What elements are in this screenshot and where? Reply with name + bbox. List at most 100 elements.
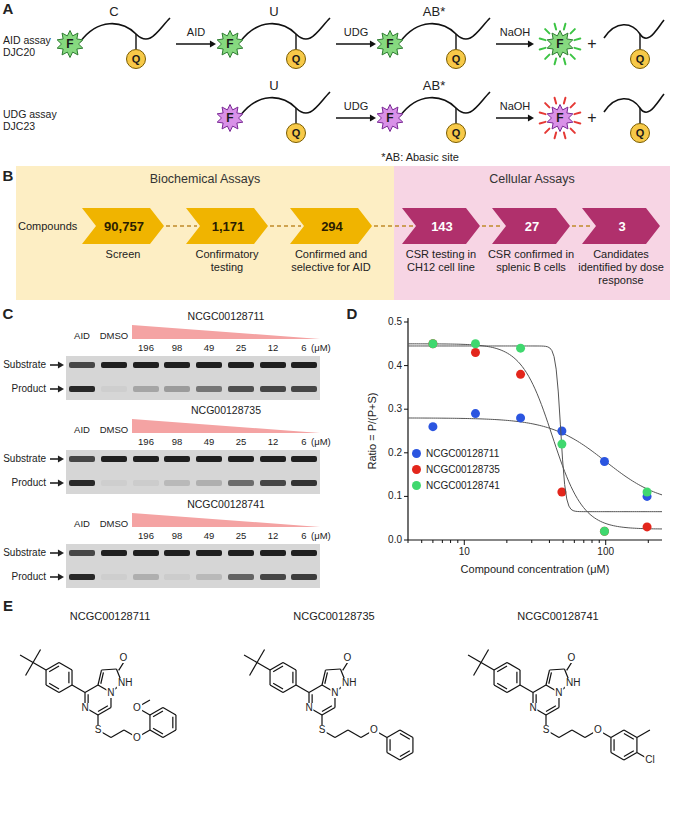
substrate-band <box>291 362 317 368</box>
tick-label: 100 <box>597 546 614 558</box>
product-band <box>69 574 95 580</box>
data-point <box>557 427 566 436</box>
double-bond <box>497 666 507 672</box>
arrow-head <box>58 480 64 487</box>
product-band <box>164 574 190 580</box>
substrate-band <box>228 362 254 368</box>
circle-outline <box>447 124 466 143</box>
shape-letter: Q <box>286 49 306 69</box>
tick-label: 0.0 <box>388 534 402 546</box>
band-heading: Biochemical Assays <box>16 166 394 186</box>
circle-outline <box>127 50 146 69</box>
gel-image <box>66 544 320 588</box>
stage-chevron: 294Confirmed and selective for AID <box>290 208 372 274</box>
data-point <box>600 527 609 536</box>
fluorescence-ray <box>545 129 549 133</box>
circle-outline <box>631 50 650 69</box>
substrate-band <box>164 362 190 368</box>
substrate-band <box>260 362 286 368</box>
bond <box>270 663 283 671</box>
bond <box>474 663 482 676</box>
arrow-line <box>176 43 212 45</box>
dna-strand <box>400 92 490 116</box>
bond <box>101 668 116 670</box>
substrate-band <box>69 362 95 368</box>
substrate-band <box>291 456 317 462</box>
band-label: Product <box>12 571 46 583</box>
atom-label: S <box>318 725 327 735</box>
arrow-head <box>210 41 216 48</box>
lane-label: DMSO <box>100 519 129 530</box>
substrate-band <box>228 456 254 462</box>
fluorescence-ray <box>571 129 575 133</box>
data-point <box>471 339 480 348</box>
shape-letter: F <box>216 104 244 132</box>
bond <box>295 670 296 685</box>
bond <box>624 730 637 738</box>
bond <box>150 708 163 716</box>
unit-label: (μM) <box>311 531 331 542</box>
bond <box>549 668 564 670</box>
product-band <box>196 386 222 392</box>
data-point <box>600 527 609 536</box>
lane-label: DMSO <box>100 331 129 342</box>
fit-curve <box>408 418 662 495</box>
fluorescence-ray <box>564 132 566 138</box>
product-band <box>291 480 317 486</box>
fluorophore-star: F <box>216 30 244 58</box>
stage-count: 3 <box>582 208 660 244</box>
fluorophore-star: F <box>216 104 244 132</box>
stage-description: Confirmatory testing <box>178 248 276 274</box>
linker <box>455 34 456 49</box>
assay-label: AID assay DJC20 <box>3 34 55 58</box>
product-band <box>69 480 95 486</box>
tick-label: 0.2 <box>388 447 402 459</box>
band-label: Substrate <box>3 547 46 559</box>
substrate-band <box>291 550 317 556</box>
bond <box>533 685 546 693</box>
lane-label: DMSO <box>100 425 129 436</box>
bond <box>611 730 624 737</box>
double-bond <box>68 672 69 683</box>
atom-label: NH <box>565 678 581 688</box>
bond <box>572 730 585 738</box>
base-label: AB* <box>423 79 445 94</box>
x-minor-tick <box>408 540 409 543</box>
double-bond <box>49 666 59 672</box>
stage-description: CSR testing in CH12 cell line <box>394 248 488 274</box>
substrate-band <box>260 456 286 462</box>
double-bond <box>497 683 507 689</box>
chemical-structure <box>20 650 176 738</box>
lane-label: 25 <box>236 531 247 542</box>
x-tick <box>464 540 465 545</box>
compound-name: NCGC00128711 <box>188 310 265 322</box>
band-label: Substrate <box>3 453 46 465</box>
bond <box>610 737 611 752</box>
legend-text: NCGC00128711 <box>426 448 499 459</box>
base-label: U <box>269 5 278 20</box>
lane-label: 12 <box>268 437 279 448</box>
x-minor-tick <box>648 540 649 543</box>
bond <box>33 663 46 671</box>
fluorescence-ray <box>571 55 575 59</box>
bond <box>257 650 265 663</box>
stage-chevron: 3Candidates identified by dose response <box>582 208 660 288</box>
x-minor-tick <box>421 540 422 543</box>
bond <box>400 753 413 760</box>
fluorescence-ray <box>540 122 546 124</box>
double-bond <box>516 672 517 683</box>
product-band <box>228 480 254 486</box>
double-bond <box>549 672 552 683</box>
atom-label: NH <box>117 678 133 688</box>
atom-label: O <box>342 653 352 663</box>
linker <box>639 34 640 49</box>
x-minor-tick <box>506 540 507 543</box>
lane-label: 196 <box>138 531 154 542</box>
bond <box>72 685 85 693</box>
tick-label: 0.4 <box>388 360 402 372</box>
product-band <box>101 574 127 580</box>
bond <box>309 685 322 693</box>
data-point <box>428 339 437 348</box>
quencher-circle: Q <box>286 49 306 69</box>
fluorescence-ray <box>574 113 580 115</box>
